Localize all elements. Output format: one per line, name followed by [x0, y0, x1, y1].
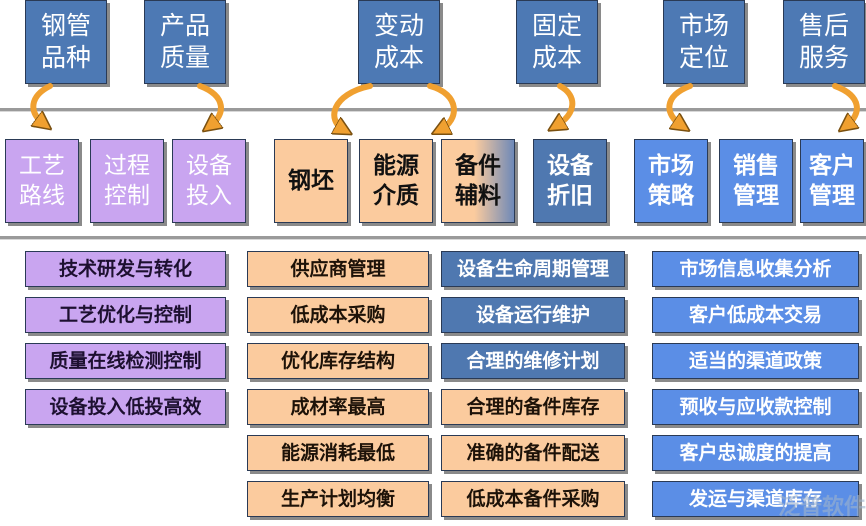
box-sales-management: 销售 管理: [719, 139, 793, 223]
item-production-planning: 生产计划均衡: [247, 481, 429, 517]
box-energy-medium: 能源 介质: [359, 139, 433, 223]
item-energy-consumption: 能源消耗最低: [247, 435, 429, 471]
lower-divider: [0, 236, 866, 240]
item-maintenance-plan: 合理的维修计划: [441, 343, 625, 379]
item-spare-parts-stock: 合理的备件库存: [441, 389, 625, 425]
box-spare-parts: 备件 辅料: [441, 139, 515, 223]
box-depreciation: 设备 折旧: [533, 139, 607, 223]
arrow-variable-cost-left: [334, 83, 373, 130]
item-spare-parts-delivery: 准确的备件配送: [441, 435, 625, 471]
item-inventory-structure: 优化库存结构: [247, 343, 429, 379]
item-spare-parts-purchase: 低成本备件采购: [441, 481, 625, 517]
item-tech-rd: 技术研发与转化: [25, 251, 226, 287]
item-receivables-control: 预收与应收款控制: [652, 389, 859, 425]
box-billet: 钢坯: [274, 139, 348, 223]
item-customer-trade: 客户低成本交易: [652, 297, 859, 333]
item-shipping-inventory: 发运与渠道库存: [652, 481, 859, 517]
arrow-market-position: [666, 83, 693, 126]
item-quality-inspection: 质量在线检测控制: [25, 343, 226, 379]
arrow-after-sales: [832, 83, 860, 126]
box-process-control: 过程 控制: [90, 139, 164, 223]
arrow-product-quality: [197, 83, 224, 126]
box-steel-variety: 钢管 品种: [25, 0, 107, 84]
box-process-route: 工艺 路线: [5, 139, 79, 223]
arrow-steel-variety: [30, 83, 50, 124]
item-process-optimization: 工艺优化与控制: [25, 297, 226, 333]
item-equipment-efficiency: 设备投入低投高效: [25, 389, 226, 425]
item-yield-rate: 成材率最高: [247, 389, 429, 425]
box-product-quality: 产品 质量: [144, 0, 226, 84]
item-lifecycle-management: 设备生命周期管理: [441, 251, 625, 287]
box-market-position: 市场 定位: [663, 0, 745, 84]
box-customer-management: 客户 管理: [800, 139, 864, 223]
item-market-info: 市场信息收集分析: [652, 251, 859, 287]
item-operation-maintenance: 设备运行维护: [441, 297, 625, 333]
item-low-cost-purchase: 低成本采购: [247, 297, 429, 333]
box-fixed-cost: 固定 成本: [516, 0, 598, 84]
watermark: 泛普软件: [777, 495, 866, 520]
box-market-strategy: 市场 策略: [634, 139, 708, 223]
item-supplier-management: 供应商管理: [247, 251, 429, 287]
box-variable-cost: 变动 成本: [358, 0, 440, 84]
item-channel-policy: 适当的渠道政策: [652, 343, 859, 379]
arrow-variable-cost-right: [427, 83, 457, 130]
item-customer-loyalty: 客户忠诚度的提高: [652, 435, 859, 471]
box-after-sales: 售后 服务: [783, 0, 865, 84]
arrow-fixed-cost: [556, 83, 576, 126]
upper-divider: [0, 108, 866, 112]
box-equipment-investment: 设备 投入: [172, 139, 246, 223]
